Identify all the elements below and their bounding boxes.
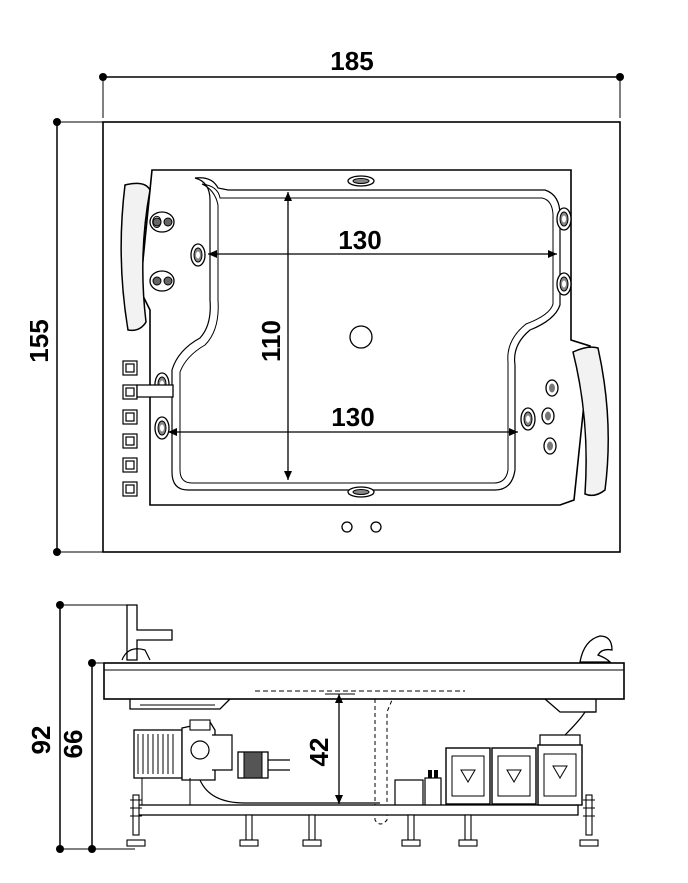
drain: [349, 325, 373, 349]
jet-right-top-2: [556, 272, 572, 296]
inner-depth-label: 42: [304, 738, 334, 767]
total-width-label: 155: [24, 319, 54, 362]
control-box-1: [445, 747, 491, 805]
dimension-inner-depth: 42: [304, 693, 355, 804]
total-length-label: 185: [330, 46, 373, 76]
dimension-total-height: 92: [26, 601, 135, 853]
dimension-inner-length-bottom: 130: [168, 402, 518, 436]
dimension-total-length: 185: [99, 46, 624, 118]
left-headrest: [120, 182, 151, 332]
overflow-hole-1: [341, 521, 353, 533]
adjustable-legs: [126, 794, 599, 847]
faucet: [136, 384, 174, 398]
dimension-inner-length-top: 130: [208, 225, 557, 258]
jet-right-head-2: [541, 407, 555, 425]
inner-length-top-label: 130: [338, 225, 381, 255]
pump-motor: [133, 719, 380, 805]
side-rim: [103, 662, 625, 700]
side-headrest: [579, 635, 613, 663]
drain-pipe: [374, 699, 393, 825]
inner-width-label: 110: [256, 320, 286, 362]
jet-top-center: [347, 175, 375, 187]
support-frame: [137, 804, 579, 816]
jet-right-lower: [520, 407, 536, 431]
tub-basin-floor: [171, 177, 561, 491]
right-headrest: [572, 346, 609, 497]
jet-right-top-1: [556, 207, 572, 231]
jets-left-pair-upper: [149, 211, 175, 233]
dimension-inner-width: 110: [256, 192, 292, 480]
flex-hose: [564, 711, 595, 736]
top-view: 185 155: [24, 46, 624, 556]
small-component: [394, 779, 424, 807]
dimension-rim-height: 66: [58, 659, 104, 853]
jet-left-lower-2: [154, 416, 170, 440]
control-box-3: [537, 734, 583, 806]
side-basin-underside: [129, 698, 597, 713]
control-buttons: [122, 360, 138, 497]
side-faucet: [126, 604, 173, 661]
jet-left-side: [190, 243, 206, 267]
side-view: 92 66 42: [26, 601, 625, 853]
jet-right-head-1: [545, 379, 559, 397]
dimension-total-width: 155: [24, 118, 103, 556]
total-height-label: 92: [26, 726, 56, 755]
rim-height-label: 66: [58, 730, 88, 759]
jets-left-pair-lower: [149, 270, 175, 292]
control-box-2: [491, 747, 537, 805]
jet-bottom-center: [347, 486, 375, 498]
inner-length-bottom-label: 130: [331, 402, 374, 432]
overflow-hole-2: [370, 521, 382, 533]
jet-right-head-3: [543, 437, 557, 455]
